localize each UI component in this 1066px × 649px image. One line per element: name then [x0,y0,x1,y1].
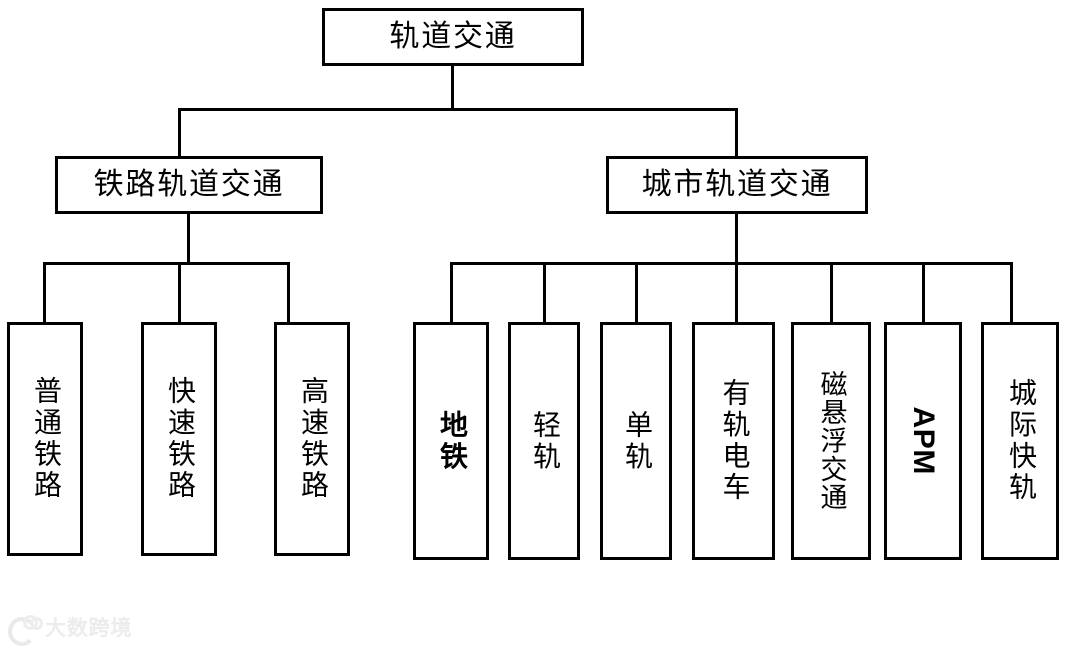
connector-drop-rail [178,108,181,158]
node-root[interactable]: 轨道交通 [322,8,584,66]
node-ordinary-rail-label: 普通铁路 [30,376,61,502]
node-maglev[interactable]: 磁悬浮交通 [791,322,871,560]
node-rail-transit-branch[interactable]: 铁路轨道交通 [55,156,323,214]
connector-drop-rapid-rail [178,262,181,322]
connector-drop-light-rail [543,262,546,322]
node-intercity-rapid[interactable]: 城际快轨 [981,322,1059,560]
node-ordinary-rail[interactable]: 普通铁路 [7,322,83,556]
node-rapid-rail-label: 快速铁路 [164,376,195,502]
connector-urban-spreader [450,262,1013,265]
node-light-rail[interactable]: 轻轨 [508,322,580,560]
connector-drop-high-speed-rail [287,262,290,322]
connector-drop-intercity-rapid [1010,262,1013,322]
connector-rail-spreader [43,262,290,265]
connector-drop-tram [735,262,738,322]
node-urban-transit-branch[interactable]: 城市轨道交通 [606,156,868,214]
connector-drop-urban [735,108,738,158]
node-apm[interactable]: APM [884,322,962,560]
node-rapid-rail[interactable]: 快速铁路 [141,322,217,556]
node-root-label: 轨道交通 [389,20,517,54]
connector-drop-metro [450,262,453,322]
connector-drop-ordinary-rail [43,262,46,322]
node-metro[interactable]: 地铁 [413,322,489,560]
node-monorail[interactable]: 单轨 [600,322,672,560]
node-apm-label: APM [906,406,940,476]
connector-drop-apm [922,262,925,322]
connector-drop-maglev [830,262,833,322]
node-maglev-label: 磁悬浮交通 [816,370,847,512]
connector-root-stem [451,66,454,110]
node-metro-label: 地铁 [436,409,467,473]
node-tram-label: 有轨电车 [718,378,750,504]
node-tram[interactable]: 有轨电车 [692,322,775,560]
node-monorail-label: 单轨 [621,409,652,473]
connector-urban-stem [735,214,738,264]
node-rail-transit-branch-label: 铁路轨道交通 [93,168,285,202]
node-urban-transit-branch-label: 城市轨道交通 [641,168,833,202]
node-intercity-rapid-label: 城际快轨 [1005,378,1036,504]
node-high-speed-rail[interactable]: 高速铁路 [274,322,350,556]
connector-drop-monorail [635,262,638,322]
connector-root-spreader [178,108,738,111]
connector-rail-stem [187,214,190,264]
node-high-speed-rail-label: 高速铁路 [297,376,328,502]
node-light-rail-label: 轻轨 [529,409,560,473]
